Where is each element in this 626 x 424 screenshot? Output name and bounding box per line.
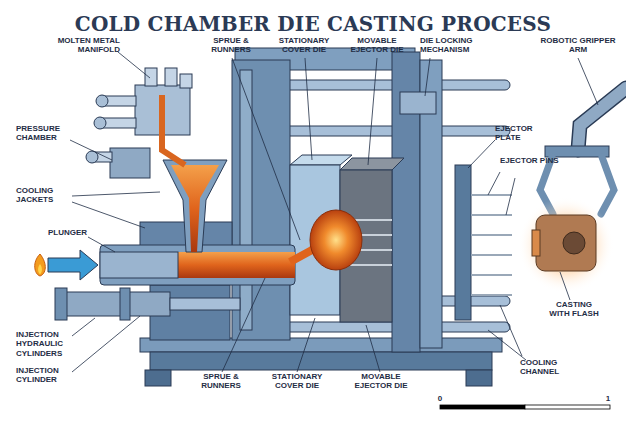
leader-line [222, 278, 265, 372]
injection-cylinder [120, 288, 130, 320]
part-label: SPRUE & RUNNERS [190, 372, 252, 391]
plunger [35, 254, 46, 276]
die-cavity [310, 210, 362, 270]
machine-frame [232, 60, 290, 340]
leader-line [232, 58, 300, 240]
scale-bar [440, 405, 525, 409]
metal-manifold [162, 95, 185, 165]
part-label: EJECTOR PINS [500, 156, 560, 165]
part-label: COOLING CHANNEL [520, 358, 584, 377]
shot-sleeve [100, 222, 320, 285]
part-label: ROBOTIC GRIPPER ARM [540, 36, 616, 55]
part-label: STATIONARY COVER DIE [262, 372, 332, 391]
part-label: INJECTION CYLINDER [16, 366, 88, 385]
casting-part [518, 197, 614, 293]
injection-cylinder [55, 288, 240, 320]
ejector-pin [471, 195, 512, 295]
part-label: COOLING JACKETS [16, 186, 78, 205]
metal-manifold [145, 68, 157, 86]
part-label: PLUNGER [48, 228, 98, 237]
pour-funnel [171, 165, 219, 252]
machine-frame [400, 92, 436, 114]
leader-line [468, 140, 495, 168]
robot-arm [578, 88, 626, 150]
plunger [35, 250, 178, 280]
ejector-pin [471, 294, 512, 296]
machine-frame [455, 165, 471, 320]
diagram-title: COLD CHAMBER DIE CASTING PROCESS [0, 12, 626, 36]
leader-line [72, 318, 95, 336]
pour-funnel [163, 160, 227, 252]
scale-number: 1 [600, 394, 616, 403]
machine-base [150, 352, 492, 370]
leader-line [70, 140, 112, 160]
leader-line [305, 58, 312, 160]
leader-line [88, 237, 115, 252]
robot-arm [578, 88, 626, 150]
robot-arm [601, 157, 614, 214]
part-label: SPRUE & RUNNERS [200, 36, 262, 55]
injection-cylinder [62, 292, 170, 316]
scale-bar [440, 405, 610, 409]
machine-base [145, 370, 171, 386]
metal-manifold [110, 148, 150, 178]
injection-cylinder [170, 298, 240, 310]
leader-line [506, 178, 515, 215]
metal-manifold [96, 95, 108, 107]
leader-line [560, 272, 570, 300]
leader-line [425, 58, 430, 96]
plunger [48, 250, 98, 280]
leader-line [70, 52, 598, 372]
casting-part [536, 215, 596, 271]
part-label: PRESSURE CHAMBER [16, 124, 78, 143]
part-label: CASTING WITH FLASH [545, 300, 603, 319]
part-label: STATIONARY COVER DIE [268, 36, 340, 55]
casting-part [518, 197, 614, 293]
machine-frame [232, 48, 471, 352]
part-label: EJECTOR PLATE [495, 124, 555, 143]
part-label: INJECTION HYDRAULIC CYLINDERS [16, 330, 88, 358]
machine-base [466, 370, 492, 386]
leader-line [368, 58, 377, 165]
scale-number: 0 [432, 394, 448, 403]
injection-cylinder [55, 288, 67, 320]
ejector-die [340, 158, 404, 170]
part-label: DIE LOCKING MECHANISM [420, 36, 504, 55]
metal-manifold [86, 68, 192, 178]
metal-manifold [165, 68, 177, 86]
leader-line [366, 325, 380, 372]
die-cavity [310, 210, 362, 270]
leader-line [578, 58, 598, 105]
leader-line [118, 52, 150, 78]
cover-die [290, 155, 352, 165]
casting-part [532, 230, 540, 256]
ejector-pin [471, 254, 512, 256]
part-label: MOVABLE EJECTOR DIE [343, 36, 411, 55]
leader-line [488, 330, 526, 360]
leader-line [297, 318, 315, 372]
plunger [38, 264, 42, 274]
leader-line [72, 202, 145, 228]
leader-line [488, 172, 500, 195]
part-label: MOVABLE EJECTOR DIE [345, 372, 417, 391]
ejector-die [350, 264, 392, 266]
leader-line [72, 316, 140, 372]
part-label: MOLTEN METAL MANIFOLD [40, 36, 120, 55]
plunger [100, 252, 178, 278]
casting-part [563, 232, 585, 254]
scale-bar [525, 405, 610, 409]
ejector-pin [471, 194, 512, 196]
robot-arm [540, 88, 626, 214]
ejector-pin [471, 274, 512, 276]
shot-sleeve [170, 252, 295, 278]
machine-frame [240, 70, 252, 330]
pour-funnel [163, 160, 227, 252]
ejector-pin [471, 234, 512, 236]
leader-line [72, 192, 160, 196]
metal-manifold [180, 74, 192, 88]
metal-manifold [94, 117, 106, 129]
